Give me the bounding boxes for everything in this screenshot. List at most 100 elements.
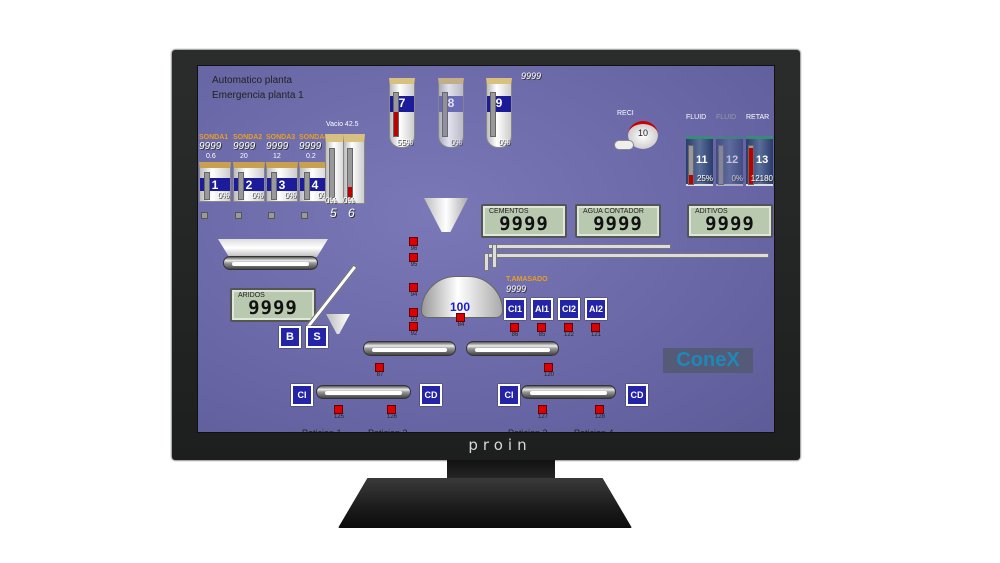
particion-label: Paticion 3 — [508, 428, 548, 433]
sensor-indicator[interactable] — [387, 405, 396, 414]
silo-percent: 0% — [251, 191, 263, 200]
button-s[interactable]: S — [306, 326, 328, 348]
mixer-button-ai1[interactable]: AI1 — [531, 298, 553, 320]
silo-percent: 55% — [396, 138, 413, 147]
sensor-label: 122 — [563, 332, 574, 338]
particion-label: Paticion 4 — [574, 428, 614, 433]
cement-hopper — [424, 198, 468, 232]
sensor-indicator[interactable] — [544, 363, 553, 372]
silo-status-indicator — [301, 212, 308, 219]
silo-percent: 0% — [325, 196, 337, 205]
button-ci[interactable]: CI — [291, 384, 313, 406]
tank-percent: 0% — [731, 174, 743, 183]
sensor-label: 86 — [511, 332, 519, 338]
conveyor-right — [466, 341, 559, 356]
vacio-readout: Vacio 42.5 — [326, 121, 359, 128]
sensor-indicator[interactable] — [537, 323, 546, 332]
monitor-stand — [338, 478, 632, 528]
level-gauge — [748, 145, 754, 185]
scada-screen: Automatico planta Emergencia planta 1 99… — [197, 65, 775, 433]
silo-percent: 0% — [343, 196, 355, 205]
sensor-indicator[interactable] — [591, 323, 600, 332]
liquid-tank[interactable]: 11 25% — [686, 136, 713, 186]
skip-hopper — [326, 314, 350, 334]
level-gauge — [304, 172, 310, 200]
sensor-indicator[interactable] — [538, 405, 547, 414]
conveyor-bottom-right — [521, 385, 616, 399]
pipe — [484, 253, 769, 258]
sensor-indicator[interactable] — [456, 313, 465, 322]
sensor-label: 96 — [410, 246, 418, 252]
sensor-indicator[interactable] — [409, 253, 418, 262]
button-ci[interactable]: CI — [498, 384, 520, 406]
level-gauge — [347, 148, 353, 198]
button-cd[interactable]: CD — [626, 384, 648, 406]
mixer-button-ci1[interactable]: CI1 — [504, 298, 526, 320]
sensor-indicator[interactable] — [564, 323, 573, 332]
liquid-tank[interactable]: 12 0% — [716, 136, 743, 186]
silo-percent: 0% — [217, 191, 229, 200]
sonda-value: 9999 — [233, 141, 256, 152]
level-gauge — [204, 172, 210, 200]
silo-number: 6 — [348, 206, 355, 220]
button-cd[interactable]: CD — [420, 384, 442, 406]
cement-silo[interactable] — [343, 134, 365, 204]
mixer-button-ai2[interactable]: AI2 — [585, 298, 607, 320]
sensor-label: 120 — [543, 372, 554, 378]
tank-percent: 12180 — [750, 174, 773, 183]
sonda-label: SONDA1 — [199, 134, 229, 141]
pipe — [484, 253, 489, 271]
level-gauge — [688, 145, 694, 185]
sonda-label: SONDA3 — [266, 134, 296, 141]
level-gauge — [329, 148, 335, 198]
silo-status-indicator — [268, 212, 275, 219]
sensor-label: 87 — [376, 372, 384, 378]
tank-number: 13 — [756, 154, 769, 166]
sensor-indicator[interactable] — [595, 405, 604, 414]
monitor-neck — [447, 460, 555, 482]
sensor-indicator[interactable] — [409, 308, 418, 317]
tank-percent: 25% — [696, 174, 713, 183]
sensor-indicator[interactable] — [409, 322, 418, 331]
cement-silo[interactable] — [325, 134, 347, 204]
level-gauge — [393, 92, 399, 137]
sensor-label: 85 — [538, 332, 546, 338]
sensor-indicator[interactable] — [334, 405, 343, 414]
sonda-level: 12 — [273, 153, 281, 160]
top-counter: 9999 — [521, 71, 542, 81]
sensor-label: 121 — [590, 332, 601, 338]
tank-number: 11 — [696, 154, 708, 166]
level-gauge — [271, 172, 277, 200]
level-gauge — [490, 92, 496, 137]
valve-number: 10 — [638, 128, 649, 138]
button-b[interactable]: B — [279, 326, 301, 348]
sensor-indicator[interactable] — [375, 363, 384, 372]
monitor-brand-logo: proin — [468, 436, 532, 454]
sensor-indicator[interactable] — [409, 237, 418, 246]
sensor-label: 128 — [594, 414, 605, 420]
tank-number: 12 — [726, 154, 739, 166]
conveyor-bottom-left — [316, 385, 411, 399]
sensor-indicator[interactable] — [510, 323, 519, 332]
sonda-value: 9999 — [299, 141, 322, 152]
sensor-indicator[interactable] — [409, 283, 418, 292]
silo-percent: 0% — [284, 191, 296, 200]
amasado-label: T.AMASADO — [506, 276, 548, 283]
mixer-button-ci2[interactable]: CI2 — [558, 298, 580, 320]
liquid-tank[interactable]: 13 12180 — [746, 136, 773, 186]
sensor-label: 127 — [537, 414, 548, 420]
level-gauge — [718, 145, 724, 185]
sensor-label: 95 — [410, 262, 418, 268]
pipe — [488, 244, 671, 249]
sonda-value: 9999 — [266, 141, 289, 152]
valve-outlet — [614, 140, 634, 150]
